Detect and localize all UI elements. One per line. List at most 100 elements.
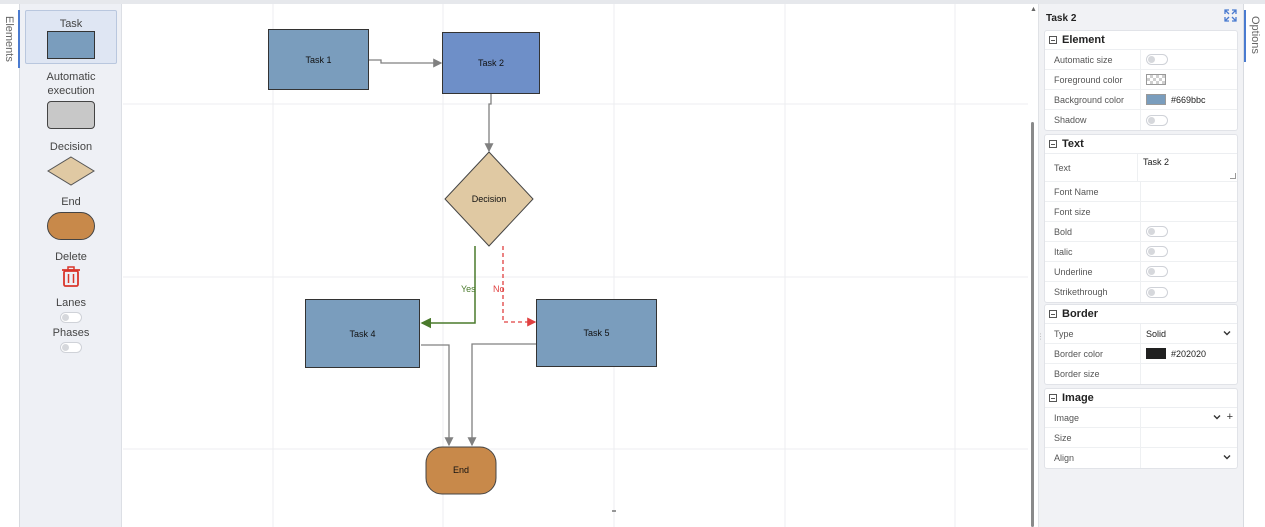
decision-shape-icon [47, 156, 95, 186]
border-size-label: Border size [1045, 364, 1141, 384]
border-color-swatch[interactable] [1146, 348, 1166, 359]
collapse-icon[interactable] [1049, 394, 1057, 402]
image-section-title: Image [1062, 392, 1094, 404]
underline-toggle[interactable] [1146, 266, 1168, 277]
task-2-label: Task 2 [477, 58, 504, 68]
palette-automatic-execution[interactable]: Automatic execution [25, 70, 117, 129]
border-section-header[interactable]: Border [1045, 305, 1237, 324]
text-section: Text Text Task 2 Font Name Font size Bol… [1044, 134, 1238, 303]
background-color-row: Background color #669bbc [1045, 90, 1237, 110]
bold-toggle[interactable] [1146, 226, 1168, 237]
palette-decision[interactable]: Decision [25, 140, 117, 191]
background-color-swatch[interactable] [1146, 94, 1166, 105]
automatic-size-row: Automatic size [1045, 50, 1237, 70]
palette-delete[interactable]: Delete [25, 250, 117, 293]
italic-row: Italic [1045, 242, 1237, 262]
border-size-row: Border size [1045, 364, 1237, 384]
connector-task2-decision[interactable] [484, 94, 494, 153]
task-shape-icon [47, 31, 95, 59]
trash-icon [62, 266, 80, 287]
automatic-size-toggle[interactable] [1146, 54, 1168, 65]
font-size-label: Font size [1045, 202, 1141, 221]
font-size-input[interactable] [1141, 202, 1237, 221]
task-5-node[interactable]: Task 5 [536, 299, 657, 367]
diagram-canvas[interactable]: Yes No Decision End Task 1 Task 2 Task 4… [123, 4, 1028, 527]
expand-icon[interactable] [1224, 9, 1237, 22]
end-label: End [453, 465, 469, 475]
palette-task[interactable]: Task [25, 10, 117, 64]
task-1-node[interactable]: Task 1 [268, 29, 369, 90]
palette-decision-label: Decision [49, 141, 93, 153]
image-align-label: Align [1045, 448, 1141, 468]
tab-options[interactable]: Options [1244, 10, 1264, 62]
image-section-header[interactable]: Image [1045, 389, 1237, 408]
element-section-header[interactable]: Element [1045, 31, 1237, 50]
text-section-title: Text [1062, 138, 1084, 150]
canvas-scrollbar[interactable]: ▲ [1028, 4, 1038, 527]
italic-toggle[interactable] [1146, 246, 1168, 257]
font-size-row: Font size [1045, 202, 1237, 222]
decision-label: Decision [472, 194, 507, 204]
palette-end-label: End [61, 196, 81, 208]
end-node[interactable] [425, 446, 497, 495]
image-select[interactable]: + [1141, 408, 1237, 427]
element-section: Element Automatic size Foreground color … [1044, 30, 1238, 131]
border-size-input[interactable] [1141, 364, 1237, 384]
text-label: Text [1045, 154, 1138, 181]
palette-delete-label: Delete [55, 251, 87, 263]
options-panel: Task 2 Element Automatic size Foreground… [1041, 4, 1243, 527]
decision-node[interactable] [444, 151, 534, 247]
image-align-select[interactable] [1141, 448, 1237, 468]
italic-label: Italic [1045, 242, 1141, 261]
scroll-up-arrow-icon[interactable]: ▲ [1030, 6, 1037, 13]
text-section-header[interactable]: Text [1045, 135, 1237, 154]
foreground-color-row: Foreground color [1045, 70, 1237, 90]
task-5-label: Task 5 [583, 328, 610, 338]
phases-toggle[interactable] [60, 342, 82, 353]
palette-end[interactable]: End [25, 195, 117, 240]
text-input-value: Task 2 [1143, 157, 1170, 167]
image-row: Image + [1045, 408, 1237, 428]
connector-task4-end[interactable] [421, 344, 454, 447]
collapse-icon[interactable] [1049, 36, 1057, 44]
automatic-size-label: Automatic size [1045, 50, 1141, 69]
palette-phases-label: Phases [52, 327, 90, 339]
shadow-toggle[interactable] [1146, 114, 1168, 126]
collapse-icon[interactable] [1049, 140, 1057, 148]
border-section-title: Border [1062, 308, 1099, 320]
connector-no[interactable] [502, 246, 537, 327]
left-tab-strip: Elements [0, 4, 20, 527]
lanes-toggle[interactable] [60, 312, 82, 323]
task-4-node[interactable]: Task 4 [305, 299, 420, 368]
top-border [0, 0, 1265, 4]
foreground-color-swatch[interactable] [1146, 74, 1166, 85]
image-size-row: Size [1045, 428, 1237, 448]
tab-options-label: Options [1249, 16, 1261, 54]
image-align-row: Align [1045, 448, 1237, 468]
scrollbar-thumb[interactable] [1031, 122, 1034, 527]
resize-grip-icon[interactable] [1230, 173, 1236, 179]
task-2-node[interactable]: Task 2 [442, 32, 540, 94]
text-input[interactable]: Task 2 [1141, 154, 1237, 180]
text-row: Text Task 2 [1045, 154, 1237, 182]
connector-task1-task2[interactable] [369, 58, 443, 68]
border-color-value[interactable]: #202020 [1171, 348, 1207, 359]
connector-yes[interactable] [420, 246, 476, 329]
right-tab-strip: Options [1243, 4, 1265, 527]
connector-task5-end[interactable] [467, 343, 536, 447]
tab-elements[interactable]: Elements [0, 10, 20, 68]
background-color-label: Background color [1045, 90, 1141, 109]
chevron-down-icon [1223, 331, 1231, 336]
no-label: No [493, 284, 505, 294]
border-section: Border Type Solid Border color #202020 B… [1044, 304, 1238, 385]
add-image-icon[interactable]: + [1226, 411, 1233, 423]
font-name-input[interactable] [1141, 182, 1237, 201]
border-type-select[interactable]: Solid [1141, 324, 1237, 343]
background-color-value[interactable]: #669bbc [1171, 94, 1206, 105]
chevron-down-icon[interactable] [1213, 413, 1221, 421]
image-size-input[interactable] [1141, 428, 1237, 447]
image-section: Image Image + Size Align [1044, 388, 1238, 469]
strikethrough-toggle[interactable] [1146, 286, 1168, 298]
automatic-shape-icon [47, 101, 95, 129]
collapse-icon[interactable] [1049, 310, 1057, 318]
